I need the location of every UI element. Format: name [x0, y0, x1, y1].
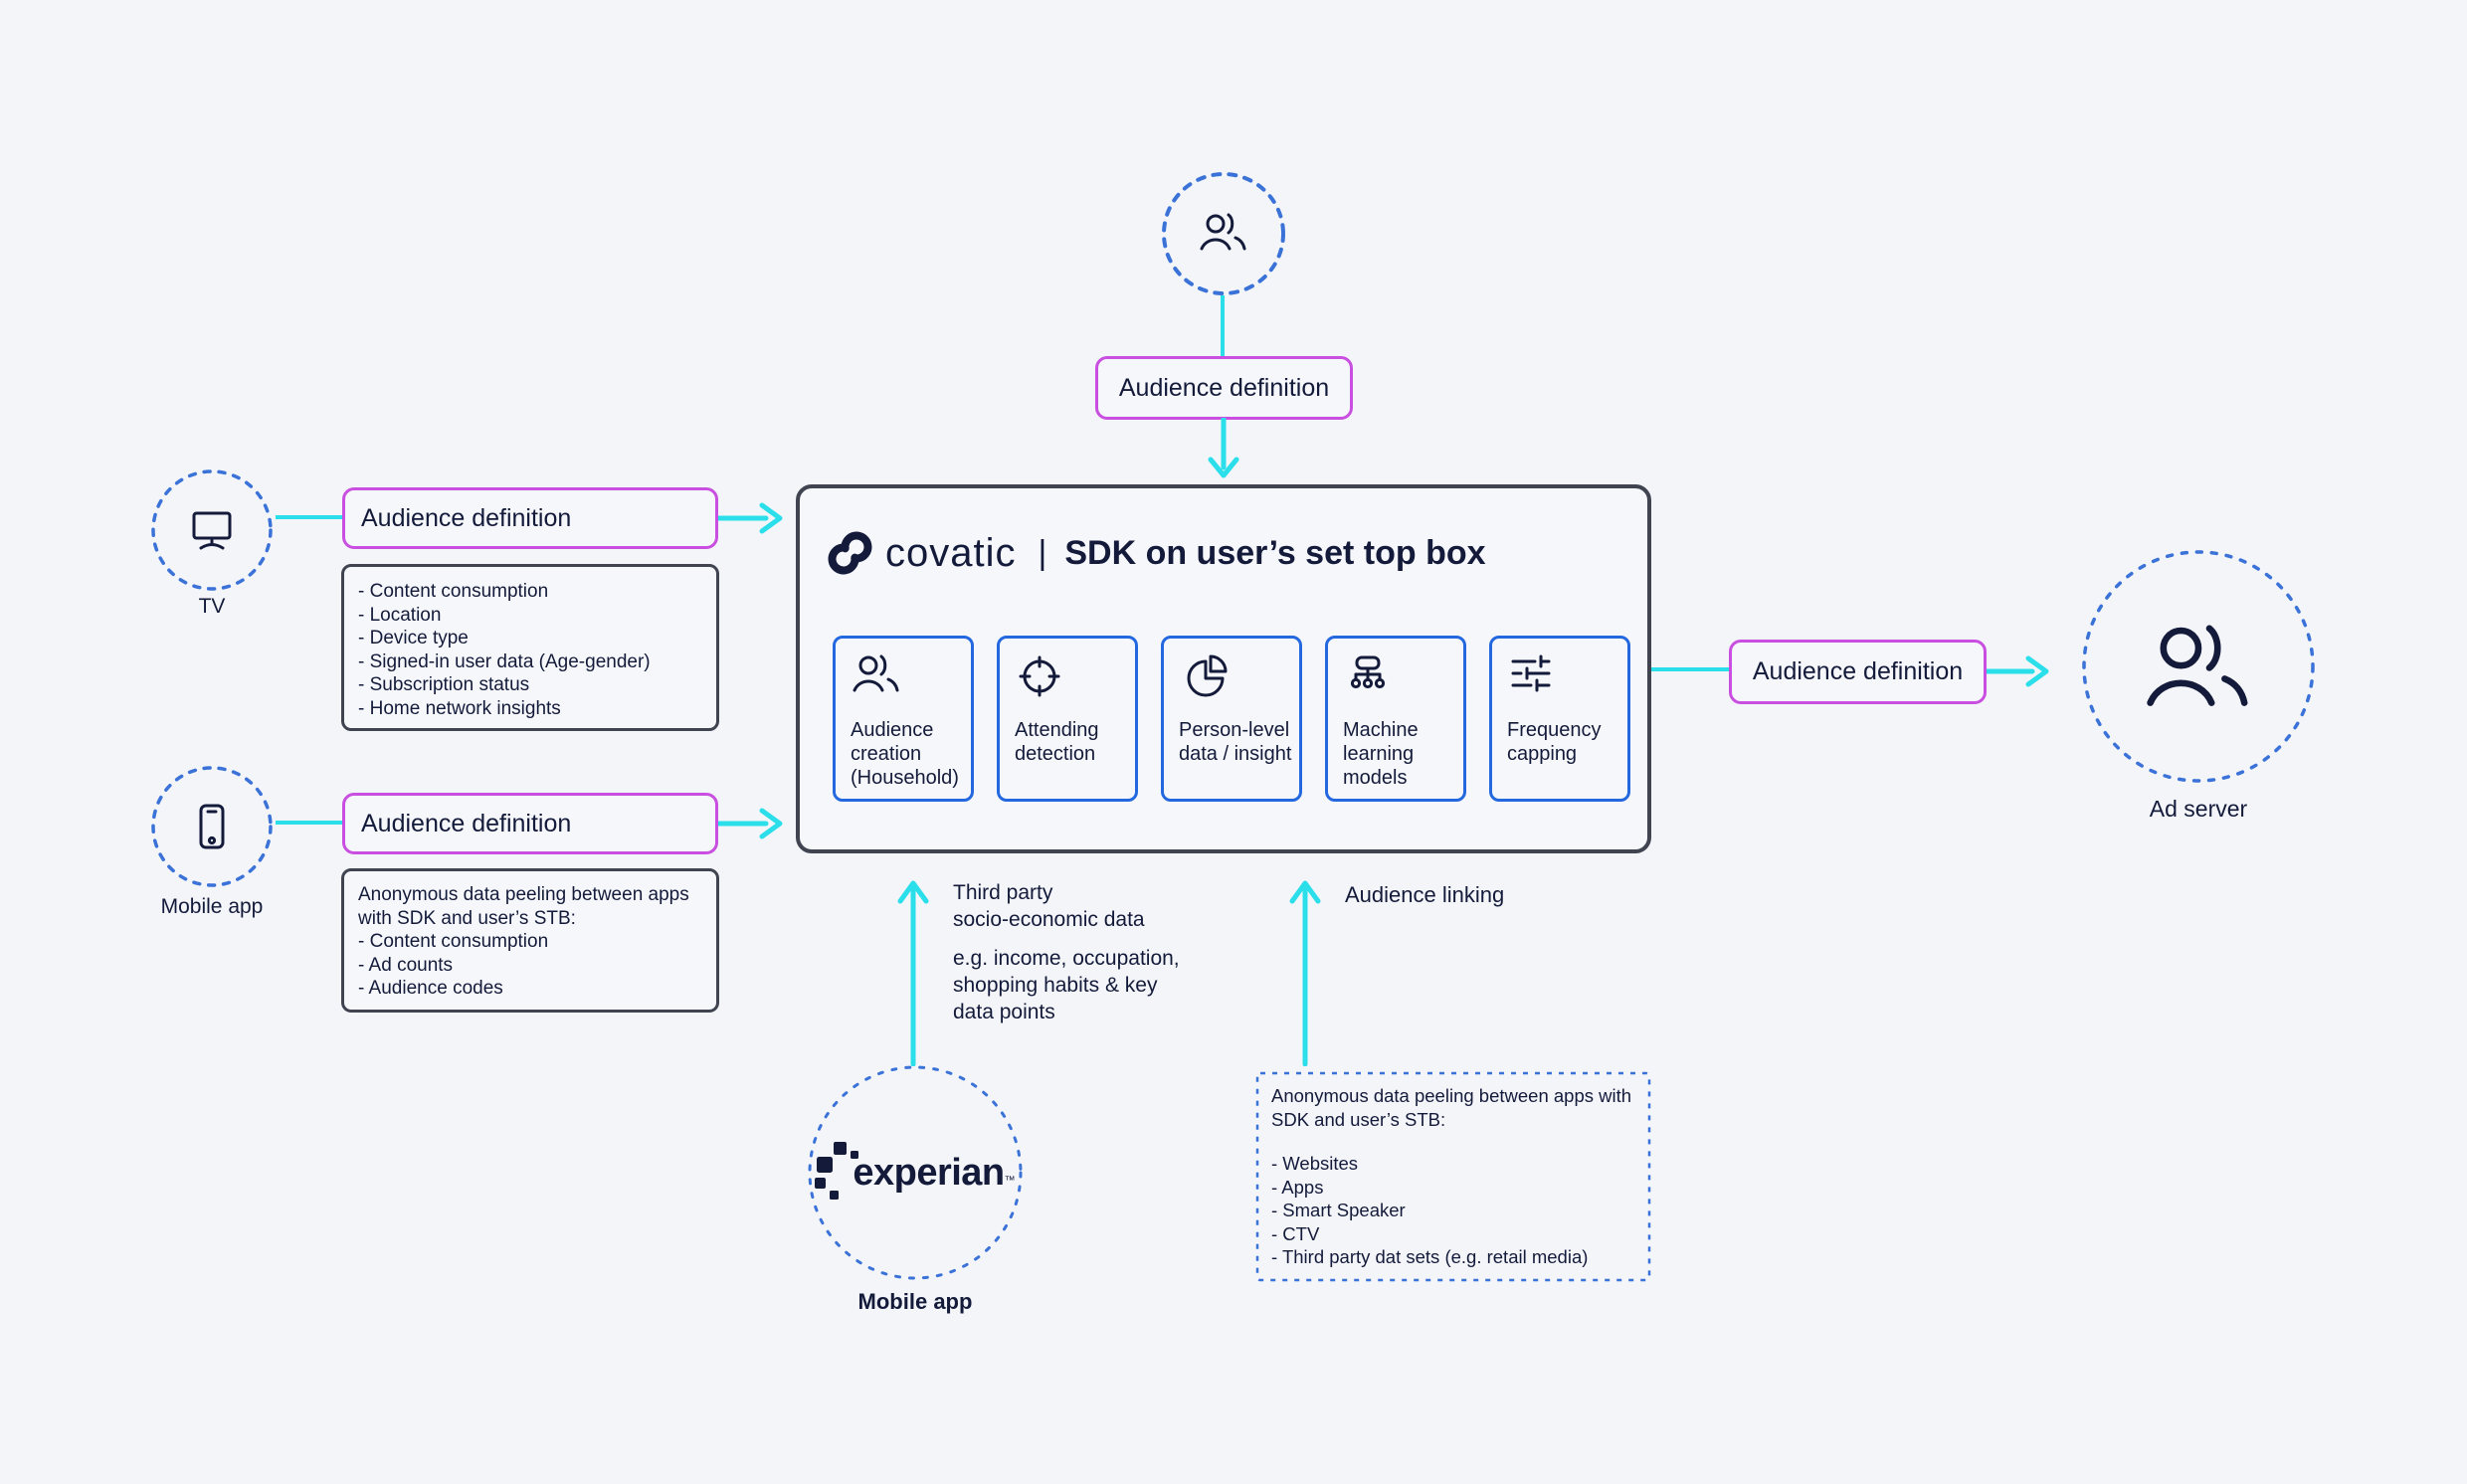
audience-definition-box-top: Audience definition — [1095, 356, 1353, 420]
mobile-label: Mobile app — [160, 895, 264, 918]
note-line: shopping habits & key — [953, 974, 1158, 997]
experian-trademark: ™ — [1004, 1175, 1016, 1187]
tv-label: TV — [198, 595, 226, 618]
detail-line: - Subscription status — [358, 674, 530, 695]
covatic-sdk-container: covatic | SDK on user’s set top box Audi… — [796, 484, 1651, 853]
dashed-rect — [1255, 1071, 1651, 1282]
module-label: Frequency capping — [1507, 719, 1602, 765]
mobile-circle — [150, 765, 274, 888]
module-person-level-data: Person-level data / insight — [1161, 636, 1302, 802]
connector-top-user-to-box — [1221, 295, 1225, 356]
experian-caption: Mobile app — [857, 1289, 973, 1314]
detail-line: - CTV — [1271, 1222, 1320, 1244]
pie-chart-icon — [1187, 654, 1228, 697]
detail-line: - Content consumption — [358, 931, 549, 952]
arrow-up-icon — [897, 880, 929, 1066]
detail-line: - Ad counts — [358, 954, 454, 976]
main-header: covatic | SDK on user’s set top box — [826, 528, 1486, 578]
arrow-output-to-adserver — [1987, 653, 2050, 689]
linking-details-box: Anonymous data peeling between apps with… — [1255, 1071, 1651, 1282]
audience-definition-label: Audience definition — [361, 809, 572, 837]
arrow-right-icon — [1987, 655, 2049, 687]
detail-line: - Home network insights — [358, 697, 561, 719]
covatic-logo-icon — [828, 531, 872, 575]
experian-circle: experian ™ — [808, 1065, 1023, 1280]
audience-definition-label: Audience definition — [361, 503, 572, 532]
arrow-up-icon — [1289, 880, 1321, 1066]
module-label: Audience creation (Household) — [851, 719, 959, 789]
sliders-icon — [1511, 654, 1551, 692]
note-line: socio-economic data — [953, 908, 1145, 931]
arrow-top-into-main — [1204, 418, 1243, 479]
module-machine-learning: Machine learning models — [1325, 636, 1466, 802]
audience-definition-box-output: Audience definition — [1729, 640, 1987, 704]
audience-definition-box-tv: Audience definition — [342, 487, 718, 549]
arrow-tv-into-main — [718, 500, 784, 536]
arrow-right-icon — [718, 808, 783, 839]
arrow-right-icon — [718, 502, 783, 534]
spacer — [1271, 1131, 1635, 1152]
detail-intro: Anonymous data peeling between apps with… — [1271, 1085, 1632, 1130]
connector-tv-to-box — [276, 515, 342, 519]
linking-details-content: Anonymous data peeling between apps with… — [1271, 1084, 1635, 1269]
tv-icon — [151, 469, 273, 591]
module-label: Person-level data / insight — [1179, 719, 1292, 765]
dashed-circle — [808, 1065, 1023, 1280]
users-icon — [1162, 172, 1285, 295]
connector-mobile-to-box — [276, 821, 342, 825]
detail-line: - Apps — [1271, 1176, 1324, 1198]
note-line: data points — [953, 1001, 1055, 1023]
arrow-down-icon — [1208, 418, 1239, 478]
detail-line: - Smart Speaker — [1271, 1200, 1406, 1220]
detail-line: - Signed-in user data (Age-gender) — [358, 650, 651, 672]
note-line: e.g. income, occupation, — [953, 947, 1180, 970]
arrow-experian-up — [893, 877, 933, 1066]
header-divider: | — [1038, 533, 1047, 572]
module-frequency-capping: Frequency capping — [1489, 636, 1630, 802]
detail-line: - Location — [358, 604, 442, 626]
third-party-examples: e.g. income, occupation, shopping habits… — [953, 945, 1180, 1025]
arrow-mobile-into-main — [718, 806, 784, 841]
module-label: Attending detection — [1015, 719, 1099, 765]
users-icon — [2082, 550, 2315, 783]
people-icon — [853, 654, 899, 692]
hierarchy-icon — [1350, 655, 1386, 689]
audience-definition-box-mobile: Audience definition — [342, 793, 718, 854]
tv-details-box: - Content consumption - Location - Devic… — [341, 564, 719, 731]
module-label: Machine learning models — [1343, 719, 1419, 789]
tv-circle — [150, 468, 274, 592]
module-attending-detection: Attending detection — [997, 636, 1138, 802]
detail-line: - Content consumption — [358, 581, 549, 602]
audience-definition-label: Audience definition — [1118, 373, 1330, 402]
mobile-details-box: Anonymous data peeling between apps with… — [341, 868, 719, 1013]
detail-line: - Third party dat sets (e.g. retail medi… — [1271, 1246, 1589, 1267]
connector-main-to-output-box — [1651, 667, 1729, 671]
main-title: SDK on user’s set top box — [1064, 533, 1486, 572]
note-line: Third party — [953, 881, 1053, 904]
detail-line: - Audience codes — [358, 978, 503, 999]
adserver-circle — [2082, 550, 2315, 783]
smartphone-icon — [151, 766, 273, 887]
adserver-label: Ad server — [2149, 796, 2248, 822]
target-icon — [1019, 655, 1060, 697]
detail-line: - Websites — [1271, 1153, 1359, 1174]
experian-logo-text: experian — [853, 1151, 1005, 1194]
detail-intro: Anonymous data peeling between apps with… — [358, 884, 689, 929]
third-party-note: Third party socio-economic data — [953, 879, 1145, 933]
audience-linking-label: Audience linking — [1345, 882, 1505, 907]
module-audience-creation: Audience creation (Household) — [833, 636, 974, 802]
top-user-circle — [1158, 168, 1289, 299]
experian-logo: experian ™ — [808, 1065, 1023, 1280]
covatic-logo-text: covatic — [885, 530, 1017, 575]
arrow-linking-up — [1285, 877, 1325, 1066]
audience-definition-label: Audience definition — [1752, 657, 1964, 685]
experian-blocks-icon — [815, 1142, 859, 1200]
detail-line: - Device type — [358, 628, 469, 649]
